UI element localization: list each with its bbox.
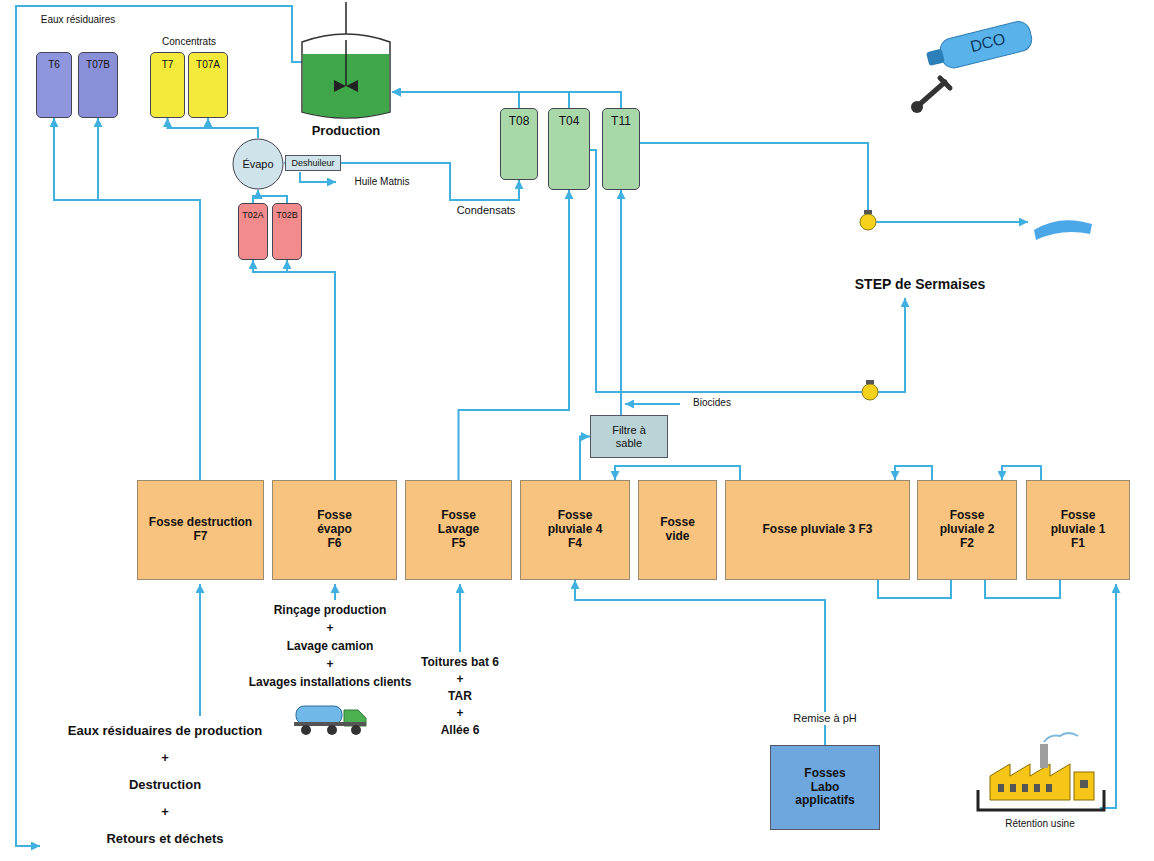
- source-text: Destruction: [105, 778, 225, 793]
- note-label: Eaux résiduaires: [38, 14, 118, 26]
- truck-icon: [294, 706, 366, 735]
- node-text: Fosse Lavage F5: [433, 509, 485, 550]
- node-text: Fosse pluviale 1 F1: [1042, 509, 1114, 550]
- node-text: Fosse pluviale 2 F2: [931, 509, 1003, 550]
- flow-meter: [860, 210, 878, 400]
- pipe-connector: [620, 190, 622, 415]
- source-text: Allée 6: [420, 724, 500, 738]
- pit-box: Fosse destruction F7: [137, 480, 264, 580]
- pipe-connector: [985, 580, 1060, 598]
- note-label: Rétention usine: [985, 818, 1095, 830]
- pipe-connector: [208, 118, 258, 138]
- node-text: Fosse pluviale 3 F3: [762, 523, 872, 537]
- outlet-icon: [1034, 220, 1092, 240]
- evaporator-circle: Évapo: [232, 138, 284, 190]
- source-text: Retours et déchets: [85, 832, 245, 847]
- node-text: T07A: [196, 59, 220, 71]
- node-text: Fosse évapo F6: [310, 509, 360, 550]
- source-text: Eaux résiduaires de production: [50, 724, 280, 739]
- pit-box: Fosse vide: [638, 480, 717, 580]
- tank-outline: [300, 28, 392, 120]
- pipe-connector: [54, 118, 200, 480]
- process-box: Fosses Labo applicatifs: [770, 745, 880, 830]
- storage-tank: T11: [602, 108, 640, 190]
- storage-tank: T6: [36, 52, 72, 118]
- source-text: +: [315, 658, 345, 672]
- source-text: +: [445, 707, 475, 721]
- connector-label: Condensats: [455, 204, 518, 217]
- pipe-connector: [895, 466, 932, 480]
- note-label: Biocides: [682, 397, 742, 409]
- note-label: Concentrats: [144, 36, 234, 48]
- source-text: Rinçage production: [245, 604, 415, 618]
- key-icon: [911, 78, 950, 113]
- note-label: STEP de Sermaises: [845, 276, 995, 292]
- pipe-connector: [341, 163, 519, 200]
- pit-box: Fosse pluviale 4 F4: [520, 480, 630, 580]
- pipe-connector: [580, 437, 590, 481]
- node-text: T07B: [86, 59, 110, 71]
- node-text: Fosse destruction F7: [142, 516, 260, 544]
- pit-box: Fosse évapo F6: [272, 480, 397, 580]
- pit-box: Fosse pluviale 2 F2: [917, 480, 1017, 580]
- pipe-connector: [392, 92, 519, 108]
- node-text: T11: [611, 115, 631, 129]
- pipe-connector: [258, 190, 287, 203]
- source-text: Lavages installations clients: [230, 676, 430, 690]
- pit-box: Fosse pluviale 1 F1: [1026, 480, 1130, 580]
- source-text: +: [150, 751, 180, 766]
- storage-tank: T7: [150, 52, 185, 118]
- source-text: +: [445, 673, 475, 687]
- pit-box: Fosse Lavage F5: [405, 480, 512, 580]
- process-box: Filtre à sable: [590, 415, 668, 458]
- node-text: Deshuileur: [291, 158, 334, 168]
- source-text: Toitures bat 6: [400, 656, 520, 670]
- pipe-connector: [287, 260, 335, 480]
- dco-bottle: [924, 19, 1034, 74]
- node-text: T02B: [276, 210, 298, 220]
- process-box: Deshuileur: [285, 155, 341, 171]
- source-text: Lavage camion: [265, 640, 395, 654]
- source-text: TAR: [430, 690, 490, 704]
- node-text: T02A: [242, 210, 264, 220]
- note-label: Huile Matnis: [342, 176, 422, 188]
- pipe-connector: [615, 466, 740, 480]
- pipe-connector: [392, 92, 621, 108]
- production-tank: Production: [300, 28, 392, 120]
- pipe-connector: [168, 118, 259, 138]
- pipe-connector: [878, 580, 951, 598]
- pipe-connector: [253, 260, 335, 480]
- pit-box: Fosse pluviale 3 F3: [725, 480, 910, 580]
- storage-tank: T02A: [238, 203, 268, 260]
- pipe-connector: [1002, 466, 1041, 480]
- node-text: Production: [312, 124, 381, 139]
- storage-tank: T02B: [272, 203, 302, 260]
- node-text: Fosse vide: [655, 516, 700, 544]
- node-text: T6: [48, 59, 60, 71]
- pipe-connector: [392, 92, 569, 108]
- pipe-connector: [459, 190, 570, 480]
- storage-tank: T04: [548, 108, 590, 190]
- source-text: +: [150, 805, 180, 820]
- storage-tank: T07A: [188, 52, 228, 118]
- node-text: T7: [162, 59, 174, 71]
- source-text: +: [315, 622, 345, 636]
- pipe-lines: [16, 6, 1116, 846]
- node-text: Fosse pluviale 4 F4: [539, 509, 611, 550]
- connector-label: Remise à pH: [791, 712, 859, 725]
- storage-tank: T08: [500, 108, 538, 180]
- bottle-label: DCO: [957, 27, 1020, 59]
- node-text: T08: [509, 115, 530, 129]
- storage-tank: T07B: [78, 52, 118, 118]
- node-text: Filtre à sable: [599, 424, 659, 449]
- node-text: T04: [559, 115, 580, 129]
- factory-icon: [978, 733, 1104, 810]
- node-text: Fosses Labo applicatifs: [790, 767, 860, 808]
- node-text: Évapo: [242, 158, 273, 171]
- pipe-connector: [575, 580, 825, 745]
- pipe-connector: [98, 118, 200, 480]
